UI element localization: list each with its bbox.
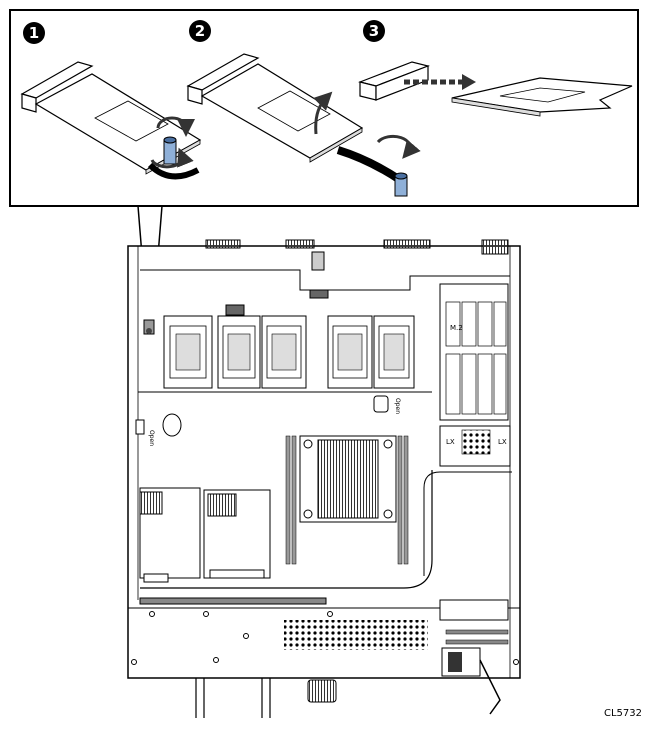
step-1-screw-standoff: [147, 136, 200, 180]
open-latch-right: Open: [373, 395, 401, 414]
riser-left: [139, 487, 201, 583]
dimm-slots-right: [397, 435, 409, 565]
step-2-m2-module: [186, 53, 364, 163]
lift-arrow-icon: [313, 91, 333, 135]
step-2-number: 2: [195, 22, 205, 40]
front-right-bay: [439, 599, 509, 715]
lx-module: LX LX: [439, 425, 511, 467]
open-label-left: Open: [148, 430, 155, 446]
figure-id: CL5732: [604, 708, 643, 719]
lx-label-right: LX: [498, 438, 507, 446]
rear-connectors: [205, 239, 509, 271]
step-3-badge: 3: [363, 20, 385, 42]
step-3-connector: [358, 61, 430, 101]
step-2-badge: 2: [189, 20, 211, 42]
step-2-screw-standoff: [336, 146, 408, 197]
open-label-right: Open: [394, 398, 401, 414]
dimm-slots-left: [285, 435, 297, 565]
step-1-badge: 1: [23, 22, 45, 44]
chassis-screws: [131, 611, 519, 665]
fan-module-4: [327, 315, 373, 389]
slide-arrow-icon: [404, 74, 476, 90]
drive-cage: M.2: [439, 283, 509, 421]
step-1-number: 1: [29, 24, 39, 42]
step-2: 2: [186, 20, 421, 197]
front-knob: [307, 679, 337, 703]
step-3-number: 3: [369, 22, 379, 40]
riser-middle: [203, 489, 271, 579]
fan-module-3: [261, 315, 307, 389]
m2-location-marker: [143, 319, 155, 335]
server-chassis: Open Open: [127, 239, 521, 718]
open-latch-left: Open: [135, 413, 182, 446]
lx-label-left: LX: [446, 438, 455, 446]
step-3: 3: [358, 20, 633, 117]
rotate-arrow-icon: [150, 116, 195, 169]
step-1-m2-module: [20, 61, 202, 175]
step-1: 1: [20, 22, 202, 180]
fan-module-1: [163, 315, 213, 389]
front-vent: [284, 620, 428, 650]
fan-module-5: [373, 315, 415, 389]
rotate-arrow-icon: [376, 134, 421, 159]
fan-module-2: [217, 315, 261, 389]
step-3-m2-module: [451, 77, 633, 117]
drive-label: M.2: [450, 324, 463, 332]
cpu-heatsink: [299, 435, 397, 523]
